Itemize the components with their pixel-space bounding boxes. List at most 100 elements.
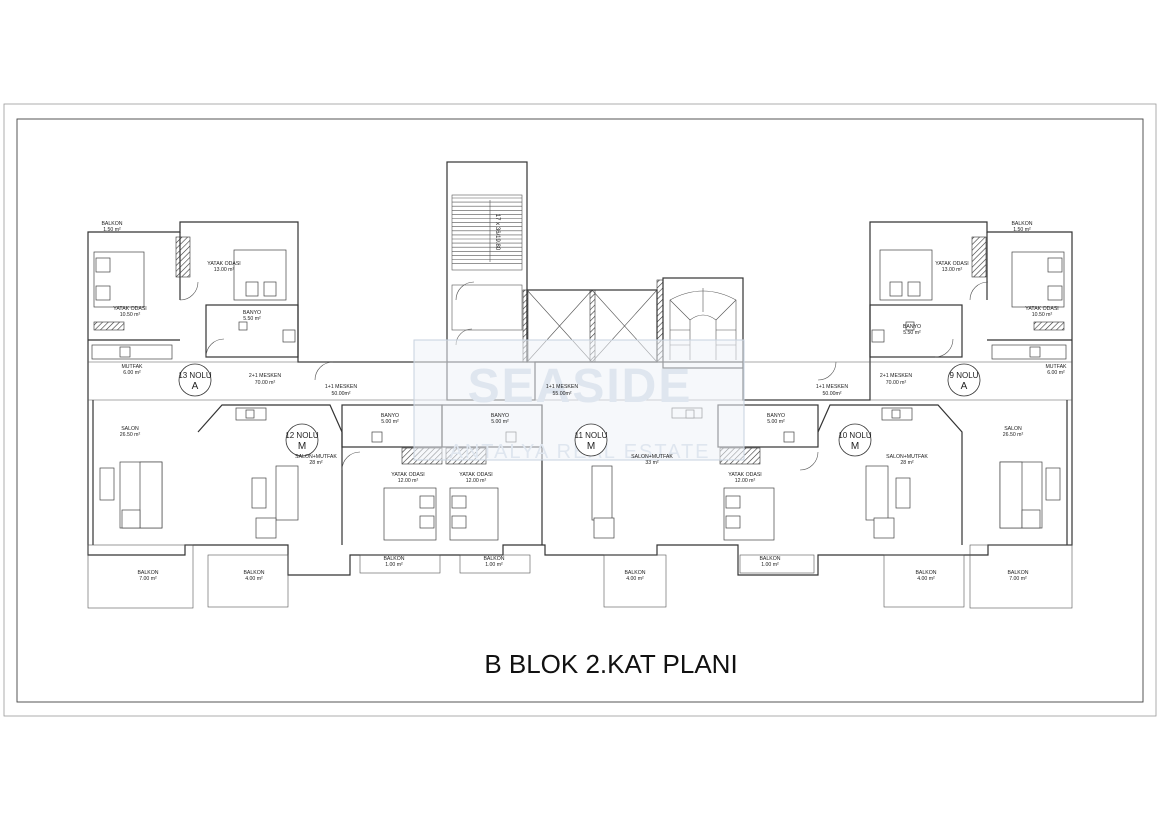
room-name: BALKON [1007, 570, 1028, 576]
unit-10-type: M [851, 441, 859, 452]
svg-text:1+1 MESKEN: 1+1 MESKEN [325, 384, 357, 390]
svg-text:55.00m²: 55.00m² [552, 391, 571, 397]
unit-11-no: 11 NOLU [575, 431, 608, 440]
unit-13-no: 13 NOLU [178, 371, 212, 380]
room-area: 5.00 m² [381, 419, 399, 425]
plan-title: B BLOK 2.KAT PLANI [484, 649, 737, 679]
room-area: 4.00 m² [917, 576, 935, 582]
room-area: 33 m² [645, 460, 659, 466]
room-name: YATAK ODASI [728, 472, 761, 478]
watermark-main: SEASIDE [468, 360, 693, 413]
room-area: 7.00 m² [139, 576, 157, 582]
room-area: 28 m² [309, 460, 323, 466]
svg-text:1+1 MESKEN: 1+1 MESKEN [546, 384, 578, 390]
room-name: SALON+MUTFAK [631, 454, 673, 460]
room-name: BALKON [483, 556, 504, 562]
room-area: 13.00 m² [214, 267, 235, 273]
sheet-outer-frame [3, 103, 1157, 717]
room-area: 28 m² [900, 460, 914, 466]
room-name: YATAK ODASI [113, 306, 146, 312]
svg-text:70.00 m²: 70.00 m² [886, 380, 907, 386]
room-name: BANYO [491, 413, 509, 419]
room-name: BALKON [383, 556, 404, 562]
unit-12-badge: 12 NOLU M [285, 423, 319, 457]
unit-13-badge: 13 NOLU A [178, 363, 212, 397]
unit-11-type: M [587, 441, 595, 452]
room-area: 10.50 m² [120, 312, 141, 318]
svg-text:1+1 MESKEN: 1+1 MESKEN [816, 384, 848, 390]
room-area: 6.00 m² [1047, 370, 1065, 376]
room-name: YATAK ODASI [1025, 306, 1058, 312]
svg-text:50.00m²: 50.00m² [822, 391, 841, 397]
room-area: 1.50 m² [1013, 227, 1031, 233]
stair-note: 17 x 36/19.80 [494, 214, 500, 251]
room-area: 12.00 m² [398, 478, 419, 484]
room-area: 5.00 m² [491, 419, 509, 425]
room-area: 5.50 m² [903, 330, 921, 336]
room-name: BANYO [903, 324, 921, 330]
room-name: YATAK ODASI [459, 472, 492, 478]
unit-13-type: A [192, 381, 199, 392]
svg-text:2+1 MESKEN: 2+1 MESKEN [880, 373, 912, 379]
room-area: 5.00 m² [767, 419, 785, 425]
room-area: 4.00 m² [626, 576, 644, 582]
unit-12-mesken-label: 1+1 MESKEN 50.00m² [325, 384, 357, 397]
room-area: 6.00 m² [123, 370, 141, 376]
svg-text:2+1 MESKEN: 2+1 MESKEN [249, 373, 281, 379]
room-name: BALKON [915, 570, 936, 576]
unit-12 [197, 361, 443, 608]
room-area: 4.00 m² [245, 576, 263, 582]
unit-9-badge: 9 NOLU A [947, 363, 981, 397]
unit-9-no: 9 NOLU [950, 371, 979, 380]
room-name: BANYO [243, 310, 261, 316]
room-area: 13.00 m² [942, 267, 963, 273]
svg-text:70.00 m²: 70.00 m² [255, 380, 276, 386]
sheet-inner-frame [16, 118, 1144, 703]
room-area: 5.50 m² [243, 316, 261, 322]
room-area: 1.00 m² [385, 562, 403, 568]
stair-core: 17 x 36/19.80 [446, 161, 744, 369]
room-area: 26.50 m² [1003, 432, 1024, 438]
room-name: BALKON [137, 570, 158, 576]
room-area: 10.50 m² [1032, 312, 1053, 318]
room-name: YATAK ODASI [935, 261, 968, 267]
unit-9-mesken-label: 2+1 MESKEN 70.00 m² [880, 373, 912, 386]
unit-13-mesken-label: 2+1 MESKEN 70.00 m² [249, 373, 281, 386]
room-area: 7.00 m² [1009, 576, 1027, 582]
room-name: SALON [121, 426, 139, 432]
room-name: BALKON [624, 570, 645, 576]
room-area: 12.00 m² [466, 478, 487, 484]
unit-9-type: A [961, 381, 968, 392]
unit-11-badge: 11 NOLU M [574, 423, 608, 457]
unit-11-mesken-label: 1+1 MESKEN 55.00m² [546, 384, 578, 397]
room-name: SALON+MUTFAK [886, 454, 928, 460]
room-name: MUTFAK [1045, 364, 1067, 370]
room-name: BALKON [1011, 221, 1032, 227]
